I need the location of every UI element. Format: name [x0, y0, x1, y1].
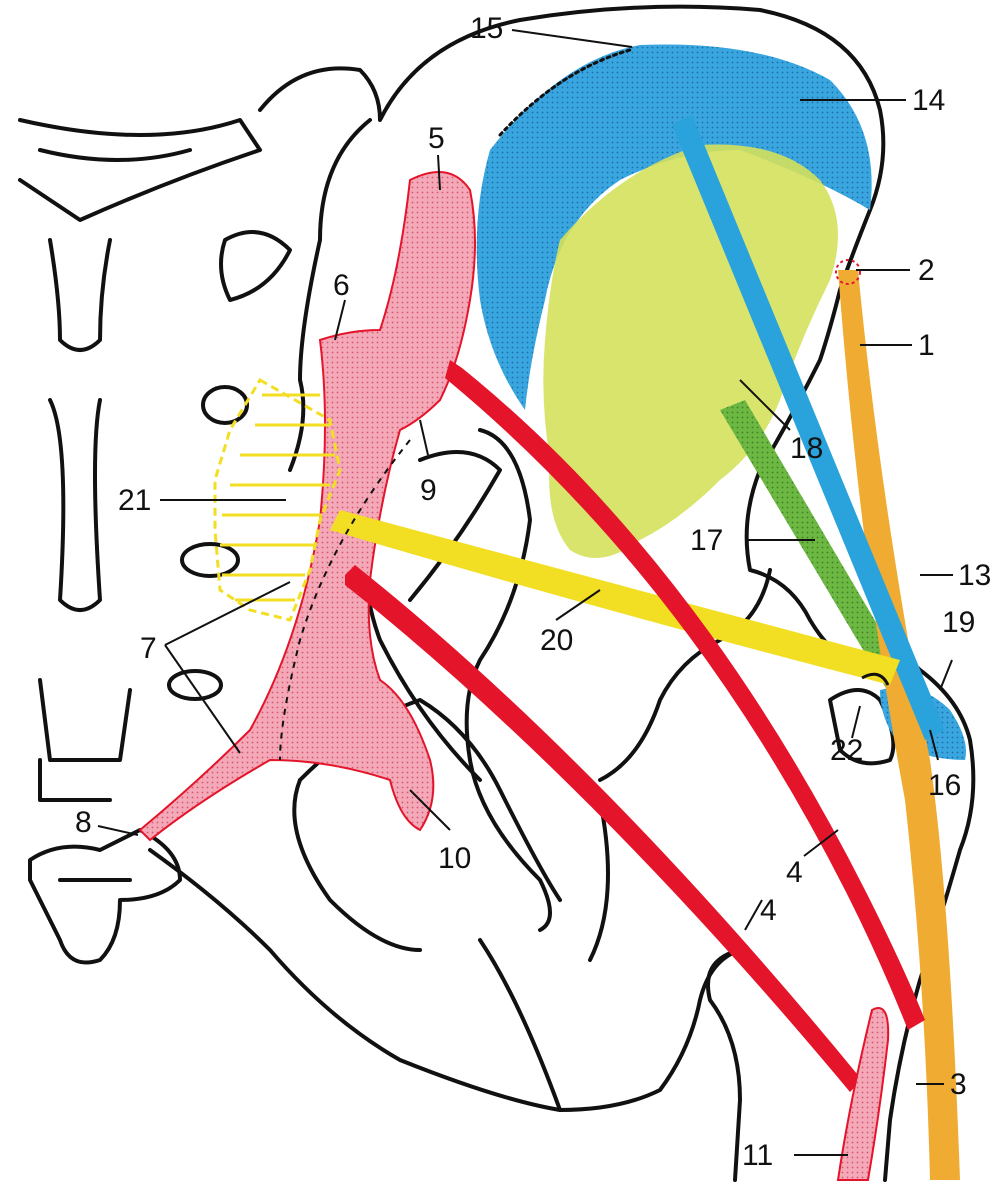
label-16: 16	[928, 769, 961, 802]
label-4-upper: 4	[786, 856, 803, 889]
label-1: 1	[918, 329, 935, 362]
label-21: 21	[118, 484, 151, 517]
label-8: 8	[75, 806, 92, 839]
label-18: 18	[790, 432, 823, 465]
label-3: 3	[950, 1068, 967, 1101]
label-17: 17	[690, 524, 723, 557]
label-13: 13	[958, 559, 991, 592]
label-7: 7	[140, 632, 157, 665]
label-5: 5	[428, 122, 445, 155]
label-11: 11	[742, 1139, 773, 1172]
label-10: 10	[438, 842, 471, 875]
label-14: 14	[912, 84, 945, 117]
label-4-lower: 4	[760, 894, 777, 927]
label-6: 6	[333, 269, 350, 302]
label-9: 9	[420, 474, 437, 507]
label-15: 15	[470, 12, 503, 45]
label-22: 22	[830, 734, 863, 767]
label-19: 19	[942, 606, 975, 639]
label-20: 20	[540, 624, 573, 657]
label-2: 2	[918, 254, 935, 287]
